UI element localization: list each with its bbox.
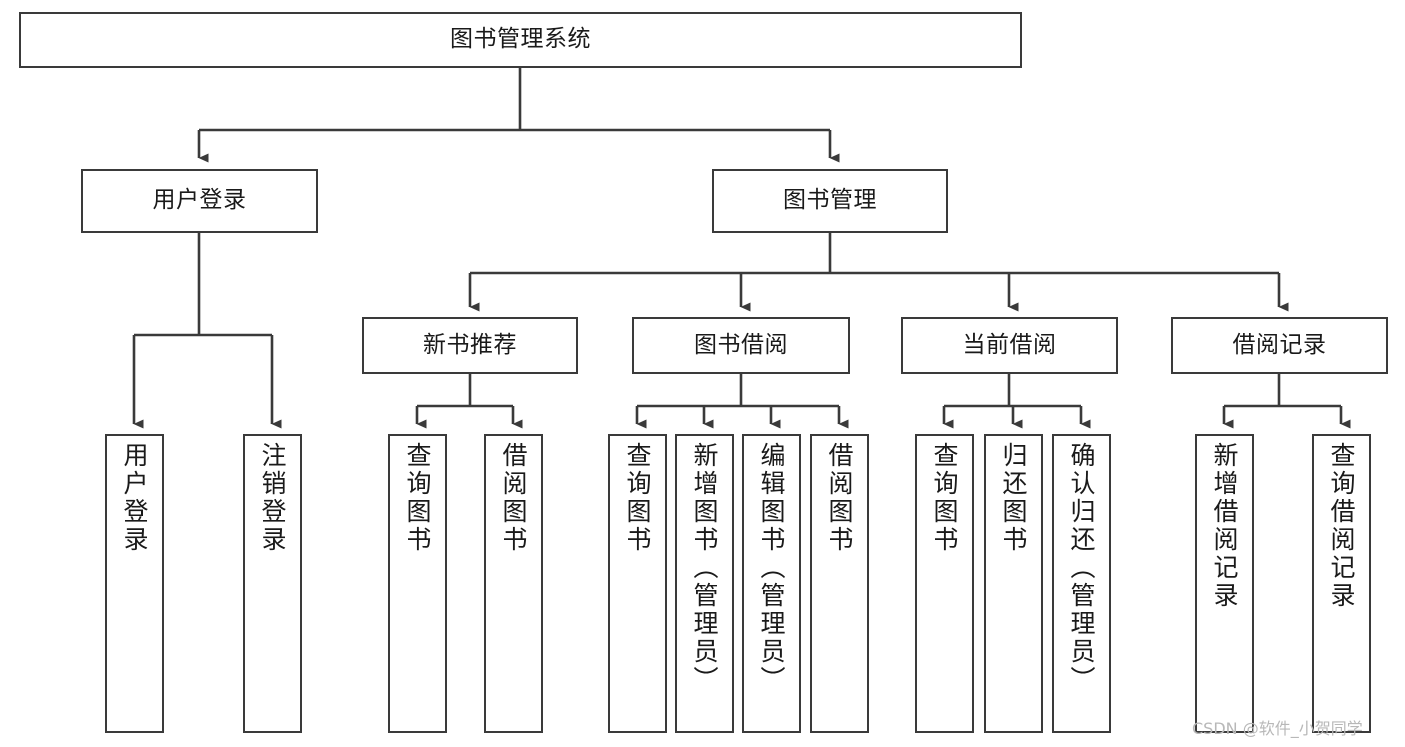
leaf-new-book-borrow-book[interactable]: 借阅图书 (484, 434, 543, 733)
node-borrow-record[interactable]: 借阅记录 (1171, 317, 1388, 374)
leaf-user-login-logout[interactable]: 注销登录 (243, 434, 302, 733)
node-root-label: 图书管理系统 (450, 26, 591, 53)
leaf-user-login-login[interactable]: 用户登录 (105, 434, 164, 733)
leaf-book-borrow-add-book-admin-label: 新增图书（管理员） (690, 442, 719, 694)
leaf-new-book-query-book-label: 查询图书 (403, 442, 432, 554)
leaf-current-borrow-confirm-return-admin-label: 确认归还（管理员） (1067, 442, 1096, 694)
leaf-book-borrow-edit-book-admin-label: 编辑图书（管理员） (757, 442, 786, 694)
leaf-current-borrow-query-book[interactable]: 查询图书 (915, 434, 974, 733)
leaf-borrow-record-add-record-label: 新增借阅记录 (1210, 442, 1239, 610)
node-book-borrow-label: 图书借阅 (694, 331, 788, 358)
leaf-book-borrow-borrow-book-label: 借阅图书 (825, 442, 854, 554)
node-borrow-record-label: 借阅记录 (1232, 331, 1327, 358)
node-book-borrow[interactable]: 图书借阅 (632, 317, 850, 374)
csdn-watermark: CSDN @软件_小贺同学 (1192, 719, 1363, 738)
node-user-login[interactable]: 用户登录 (81, 169, 318, 233)
leaf-current-borrow-query-book-label: 查询图书 (930, 442, 959, 554)
node-new-book-recommend-label: 新书推荐 (423, 331, 517, 358)
leaf-user-login-logout-label: 注销登录 (258, 442, 287, 554)
node-current-borrow-label: 当前借阅 (962, 331, 1057, 358)
leaf-current-borrow-return-book-label: 归还图书 (999, 442, 1028, 554)
leaf-borrow-record-query-record-label: 查询借阅记录 (1327, 442, 1356, 610)
node-current-borrow[interactable]: 当前借阅 (901, 317, 1118, 374)
node-book-management-label: 图书管理 (783, 187, 877, 214)
node-root-book-management-system[interactable]: 图书管理系统 (19, 12, 1022, 68)
node-book-management[interactable]: 图书管理 (712, 169, 948, 233)
leaf-current-borrow-confirm-return-admin[interactable]: 确认归还（管理员） (1052, 434, 1111, 733)
leaf-user-login-login-label: 用户登录 (120, 442, 149, 554)
leaf-borrow-record-query-record[interactable]: 查询借阅记录 (1312, 434, 1371, 733)
leaf-new-book-borrow-book-label: 借阅图书 (499, 442, 528, 554)
node-new-book-recommend[interactable]: 新书推荐 (362, 317, 578, 374)
leaf-book-borrow-query-book-label: 查询图书 (623, 442, 652, 554)
leaf-current-borrow-return-book[interactable]: 归还图书 (984, 434, 1043, 733)
leaf-borrow-record-add-record[interactable]: 新增借阅记录 (1195, 434, 1254, 733)
leaf-book-borrow-borrow-book[interactable]: 借阅图书 (810, 434, 869, 733)
leaf-book-borrow-edit-book-admin[interactable]: 编辑图书（管理员） (742, 434, 801, 733)
leaf-book-borrow-query-book[interactable]: 查询图书 (608, 434, 667, 733)
leaf-book-borrow-add-book-admin[interactable]: 新增图书（管理员） (675, 434, 734, 733)
node-user-login-label: 用户登录 (152, 187, 247, 214)
leaf-new-book-query-book[interactable]: 查询图书 (388, 434, 447, 733)
